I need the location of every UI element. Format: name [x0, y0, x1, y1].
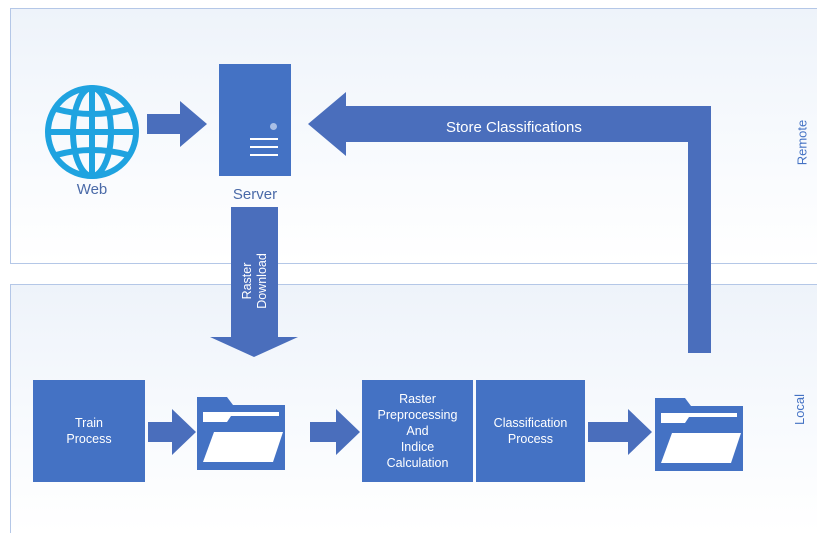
server-line [250, 146, 278, 148]
server-icon [219, 64, 291, 176]
folder-icon [197, 397, 285, 470]
folder-icon [655, 398, 743, 471]
raster-preprocessing-node: Raster Preprocessing And Indice Calculat… [362, 380, 473, 482]
server-line [250, 154, 278, 156]
server-line [250, 138, 278, 140]
web-label: Web [76, 181, 108, 198]
store-classifications-label: Store Classifications [446, 119, 582, 136]
train-process-node: Train Process [33, 380, 145, 482]
classification-process-node: Classification Process [476, 380, 585, 482]
server-label: Server [232, 186, 278, 203]
server-led [270, 123, 277, 130]
globe-icon [45, 85, 139, 179]
